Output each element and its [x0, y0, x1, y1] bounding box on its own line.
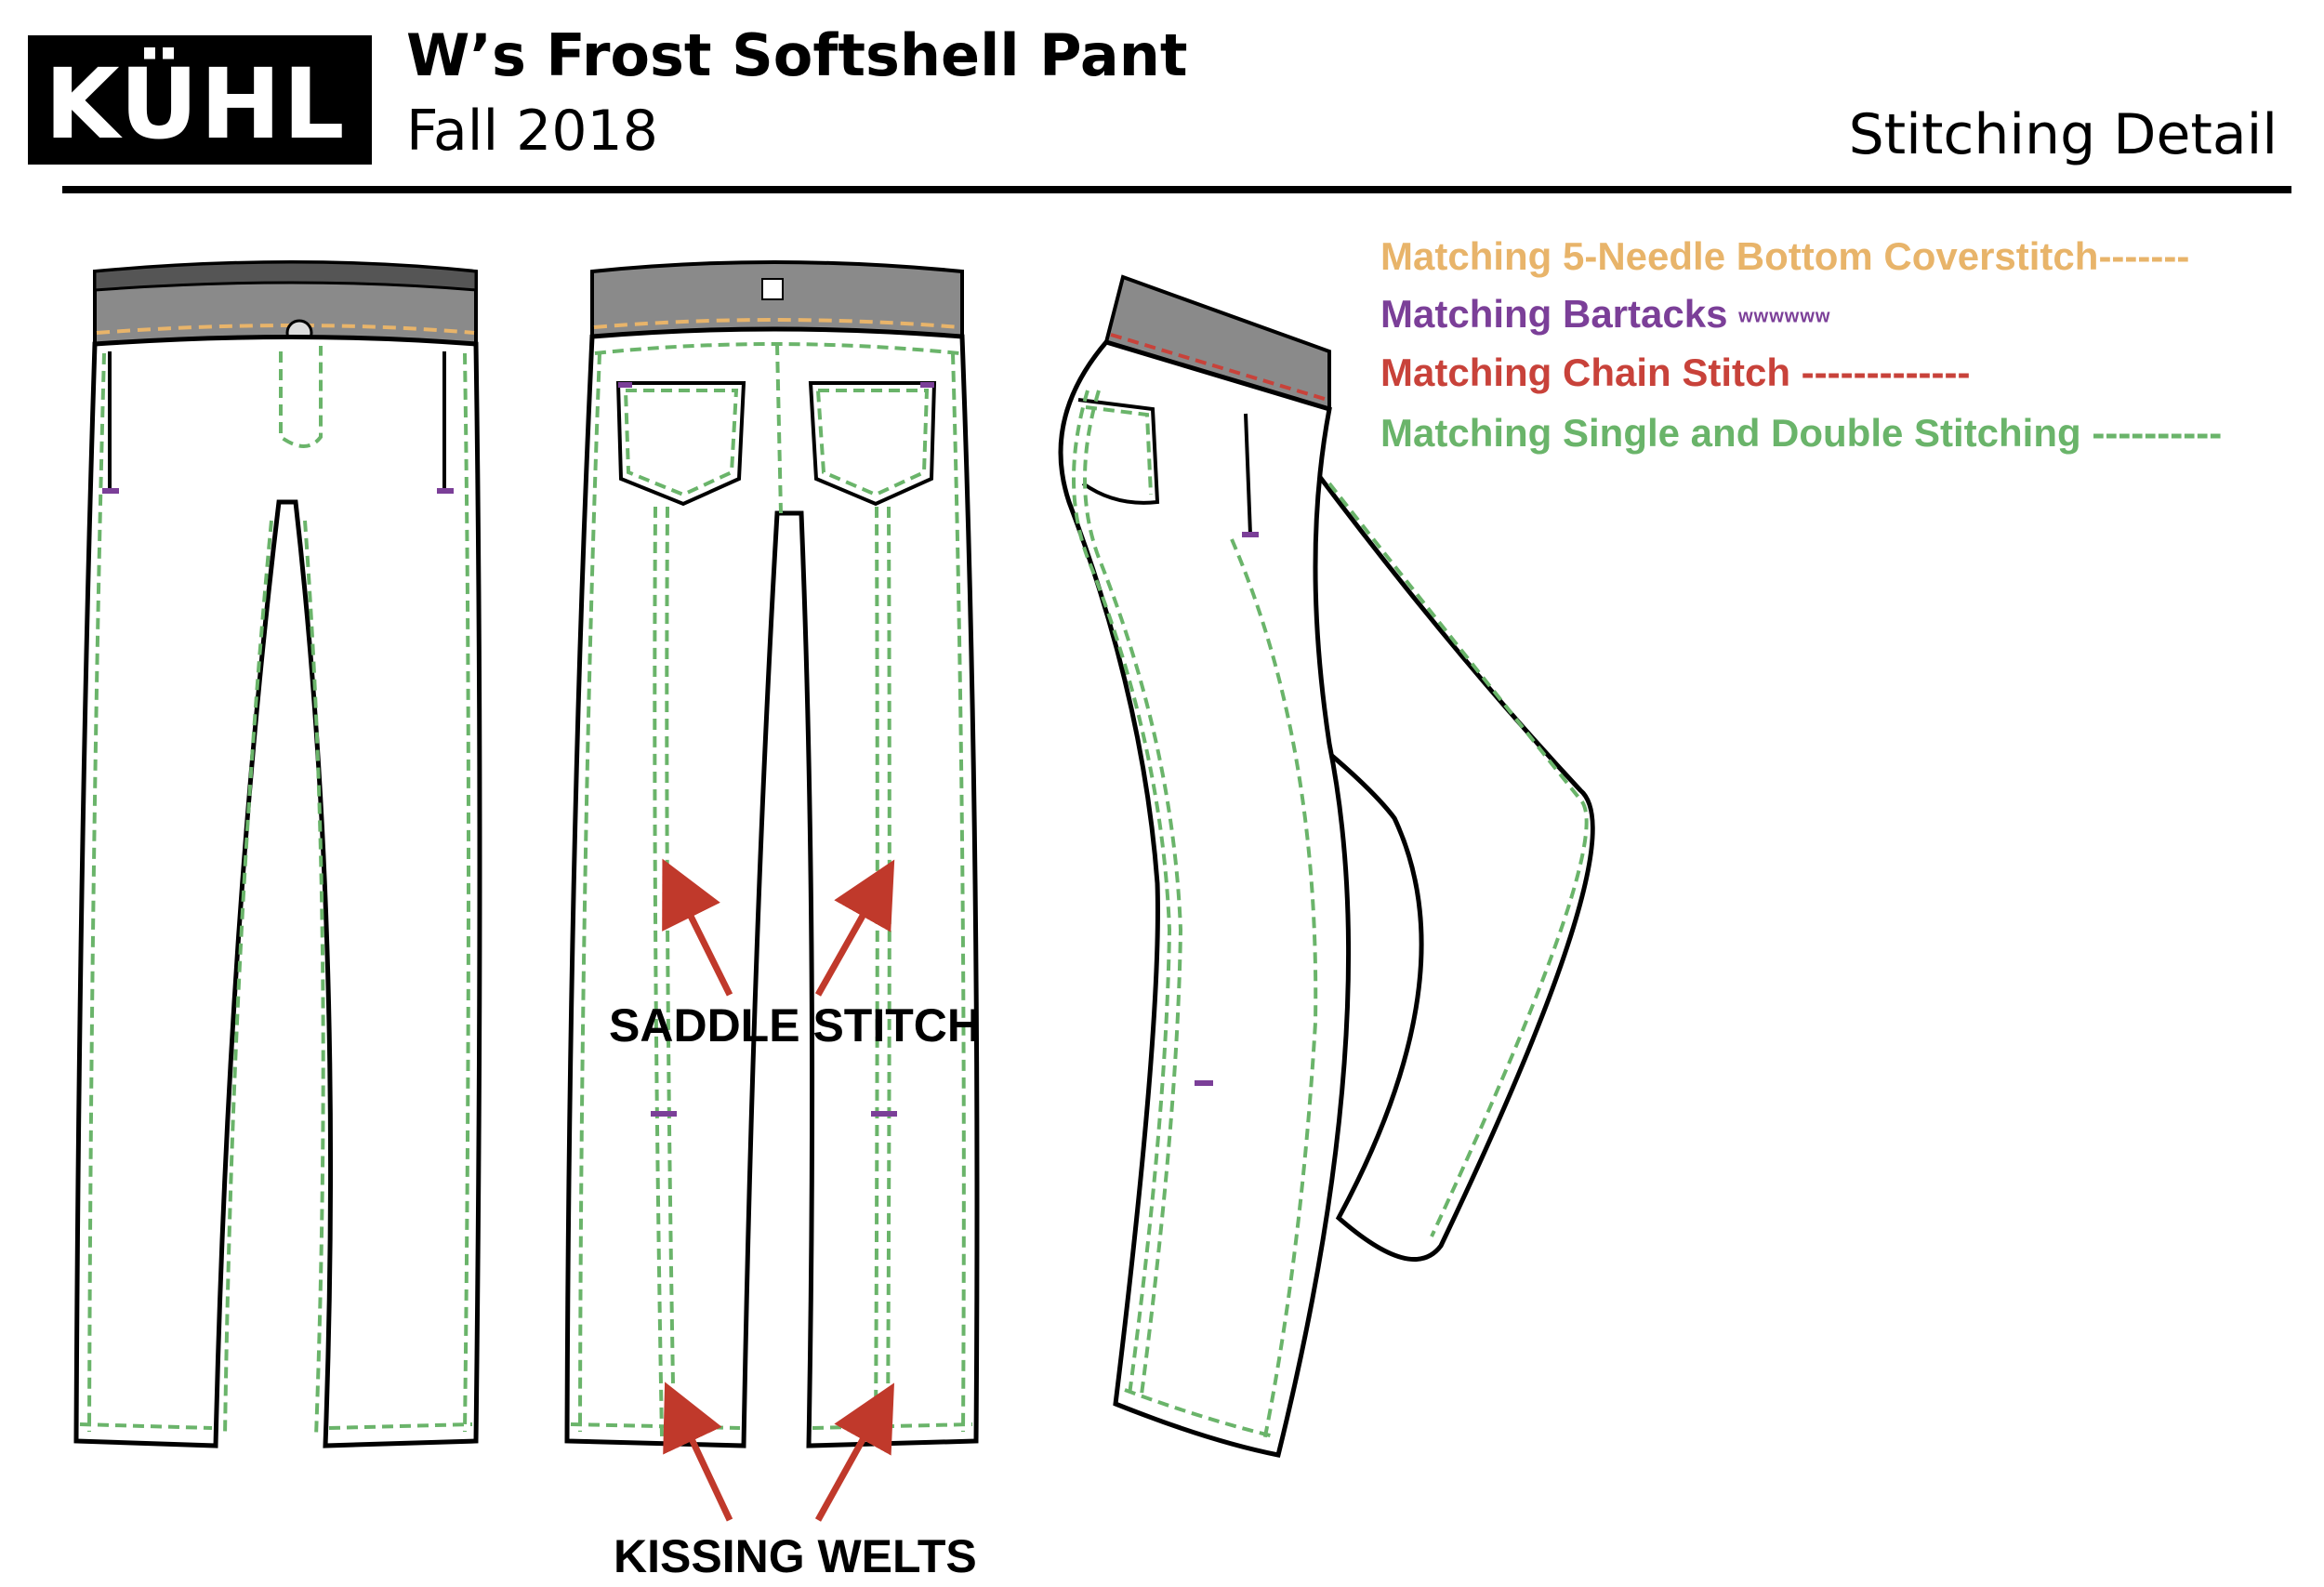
front-view: [73, 260, 482, 1448]
side-outseam-stitch-2: [1083, 390, 1183, 1395]
season-label: Fall 2018: [406, 99, 658, 164]
front-waistband-facing: [93, 260, 478, 292]
back-yoke-stitch: [594, 342, 960, 355]
legend-coverstitch: Matching 5-Needle Bottom Coverstitch----…: [1380, 234, 2189, 279]
back-left-pocket-stitch: [623, 389, 739, 497]
legend-single-double-label: Matching Single and Double Stitching: [1380, 411, 2081, 455]
welts-arrow-left: [663, 1382, 733, 1522]
side-view: [1058, 274, 1595, 1458]
legend-chain-stitch: Matching Chain Stitch -------------: [1380, 350, 1971, 395]
front-outseam-right-stitch: [463, 352, 470, 1433]
legend-chain-stitch-sample: -------------: [1801, 350, 1971, 394]
legend-single-double-stitching: Matching Single and Double Stitching ---…: [1380, 411, 2222, 456]
back-waistband-coverstitch: [593, 318, 961, 329]
side-hem-stitch: [1124, 1388, 1274, 1438]
back-left-saddle-stitch-2: [665, 506, 676, 1437]
back-right-pocket: [808, 381, 937, 507]
saddle-arrow-left: [662, 858, 733, 997]
front-inseam-left-stitch: [223, 520, 273, 1437]
back-logo-tag: [761, 278, 784, 300]
back-right-pocket-stitch: [815, 389, 930, 497]
section-title: Stitching Detail: [1848, 102, 2278, 167]
back-view: [564, 260, 980, 1522]
product-title: W’s Frost Softshell Pant: [406, 21, 1188, 89]
back-hem-left-stitch: [570, 1422, 741, 1430]
front-legs-outline: [73, 335, 482, 1448]
legend-coverstitch-label: Matching 5-Needle Bottom Coverstitch: [1380, 234, 2099, 278]
back-center-seam-stitch: [775, 343, 783, 514]
back-right-saddle-stitch: [874, 506, 879, 1437]
side-zip-pocket: [1244, 413, 1252, 536]
kissing-welts-callout: KISSING WELTS: [614, 1530, 977, 1582]
side-back-leg-stitch: [1327, 482, 1589, 1237]
back-right-saddle-stitch-2: [886, 506, 891, 1437]
legend-bartacks-sample: wwwwww: [1738, 306, 1831, 327]
back-left-saddle-stitch: [653, 506, 664, 1437]
front-fly: [279, 346, 323, 448]
legend-chain-stitch-label: Matching Chain Stitch: [1380, 350, 1790, 394]
saddle-arrow-right: [814, 859, 895, 997]
side-front-pocket-stitch: [1085, 405, 1153, 496]
brand-logo-text: KÜHL: [45, 47, 347, 161]
side-front-pocket: [1077, 398, 1160, 505]
legend-single-double-sample: ----------: [2092, 411, 2223, 455]
back-left-pocket: [615, 381, 746, 507]
side-outseam-stitch: [1072, 390, 1172, 1395]
side-front-leg-outline: [1058, 339, 1352, 1458]
back-legs-outline: [564, 326, 980, 1448]
front-hem-right-stitch: [328, 1422, 473, 1430]
legend-bartacks: Matching Bartacks wwwwww: [1380, 292, 1830, 337]
saddle-stitch-callout: SADDLE STITCH: [609, 999, 981, 1051]
front-inseam-right-stitch: [303, 520, 325, 1437]
side-inseam-stitch: [1230, 538, 1318, 1442]
legend-bartacks-label: Matching Bartacks: [1380, 292, 1728, 336]
front-hem-left-stitch: [79, 1422, 213, 1430]
header-divider: [62, 186, 2291, 193]
front-outseam-left-stitch: [87, 352, 106, 1433]
side-waistband-chain-stitch: [1110, 333, 1328, 402]
legend-coverstitch-sample: -------: [2098, 234, 2190, 278]
welts-arrow-right: [814, 1382, 894, 1522]
back-outseam-right-stitch: [951, 352, 966, 1433]
brand-logo: KÜHL: [28, 35, 372, 165]
back-outseam-left-stitch: [578, 352, 601, 1433]
